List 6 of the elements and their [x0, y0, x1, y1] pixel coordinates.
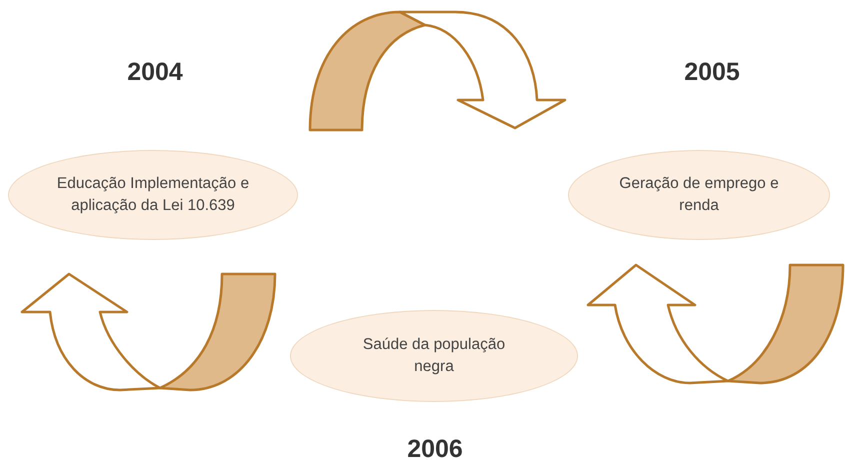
year-label: 2006: [407, 435, 463, 464]
year-label: 2004: [127, 58, 183, 87]
year-label: 2005: [684, 58, 740, 87]
node-text: Saúde da população negra: [362, 335, 506, 377]
node-text: Educação Implementação e aplicação da Lei 10.639: [56, 174, 250, 216]
node-text: Geração de emprego e renda: [618, 174, 780, 216]
